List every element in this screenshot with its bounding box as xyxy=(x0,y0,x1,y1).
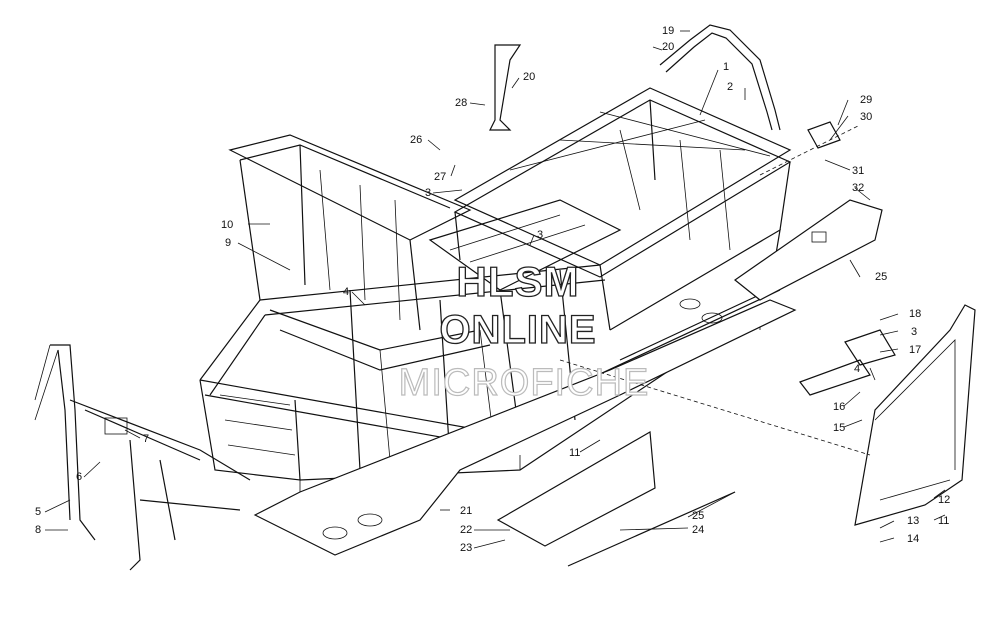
callout-4: 4 xyxy=(854,363,860,375)
floor-plate-hole xyxy=(322,526,348,540)
callout-19: 19 xyxy=(662,25,674,37)
side-frame xyxy=(854,304,976,526)
callout-10: 10 xyxy=(221,219,233,231)
callout-18: 18 xyxy=(909,308,921,320)
callout-31: 31 xyxy=(852,165,864,177)
callout-23: 23 xyxy=(460,542,472,554)
callout-4: 4 xyxy=(343,286,349,298)
callout-13: 13 xyxy=(907,515,919,527)
callout-14: 14 xyxy=(907,533,919,545)
floor-plate-hole xyxy=(679,298,701,310)
callout-11: 11 xyxy=(938,515,949,527)
rear-panel-slot xyxy=(811,231,827,243)
callout-29: 29 xyxy=(860,94,872,106)
callout-7: 7 xyxy=(143,433,149,445)
callout-6: 6 xyxy=(76,471,82,483)
callout-28: 28 xyxy=(455,97,467,109)
watermark: HLSM ONLINE MICROFICHE xyxy=(398,257,650,404)
callout-21: 21 xyxy=(460,505,472,517)
callout-17: 17 xyxy=(909,344,921,356)
callout-1: 1 xyxy=(723,61,729,73)
bracket-16 xyxy=(799,359,871,396)
callout-25: 25 xyxy=(692,510,704,522)
callout-30: 30 xyxy=(860,111,872,123)
callout-2: 2 xyxy=(727,81,733,93)
callout-3: 3 xyxy=(537,229,543,241)
callout-labels: 1 2 3 3 3 4 4 5 6 7 8 9 10 11 11 12 13 1… xyxy=(35,25,950,554)
callout-22: 22 xyxy=(460,524,472,536)
roll-bar xyxy=(659,24,781,131)
watermark-line-2: ONLINE xyxy=(439,308,596,352)
callout-12: 12 xyxy=(938,494,950,506)
rear-panel xyxy=(733,199,883,301)
bracket-29 xyxy=(807,121,841,149)
callout-5: 5 xyxy=(35,506,41,518)
callout-11: 11 xyxy=(569,447,580,459)
callout-20: 20 xyxy=(523,71,535,83)
watermark-line-1: HLSM xyxy=(457,258,580,305)
callout-26: 26 xyxy=(410,134,422,146)
callout-15: 15 xyxy=(833,422,845,434)
leader-lines xyxy=(44,30,946,549)
skid-plate xyxy=(496,431,656,547)
bracket-17 xyxy=(844,329,896,366)
callout-25: 25 xyxy=(875,271,887,283)
callout-32: 32 xyxy=(852,182,864,194)
front-guard xyxy=(34,344,251,571)
callout-24: 24 xyxy=(692,524,704,536)
callout-20: 20 xyxy=(662,41,674,53)
callout-9: 9 xyxy=(225,237,231,249)
guard-bracket xyxy=(104,417,128,435)
callout-8: 8 xyxy=(35,524,41,536)
floor-plate-hole xyxy=(357,513,383,527)
floor-plate-hole xyxy=(701,312,723,324)
watermark-line-3: MICROFICHE xyxy=(399,362,650,404)
bracket-28 xyxy=(489,44,522,131)
callout-16: 16 xyxy=(833,401,845,413)
floor-plate-main xyxy=(253,299,797,556)
callout-27: 27 xyxy=(434,171,446,183)
callout-3: 3 xyxy=(911,326,917,338)
callout-3: 3 xyxy=(425,187,431,199)
